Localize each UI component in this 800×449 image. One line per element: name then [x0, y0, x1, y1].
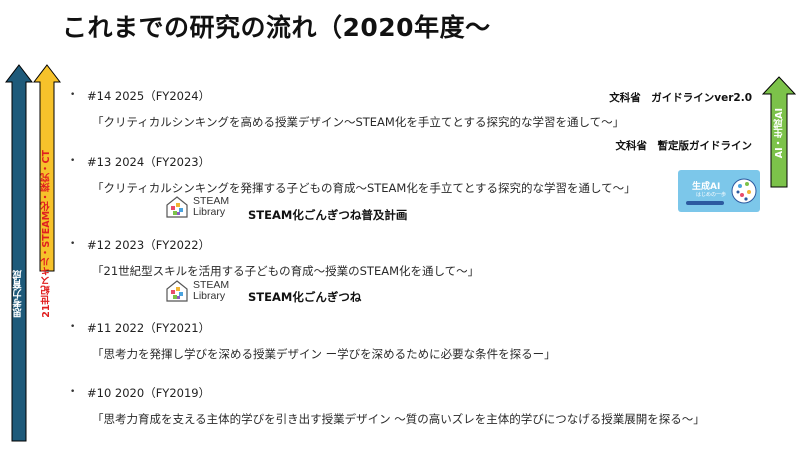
steam-plan-label: STEAM化ごんぎつね普及計画	[248, 208, 408, 222]
up-arrow-icon	[762, 76, 796, 188]
bullet: •	[70, 90, 76, 100]
up-arrow-icon	[33, 64, 61, 272]
genai-card-bar	[686, 201, 724, 205]
ai-arrow: AI・生成AI	[762, 76, 796, 188]
logo-line-1: STEAM	[193, 195, 230, 207]
steam-library-logo-text: STEAM Library	[193, 280, 229, 302]
provisional-guideline-note: 文科省 暫定版ガイドライン	[615, 140, 753, 152]
bullet: •	[70, 156, 76, 166]
globe-illustration-icon	[731, 178, 757, 204]
entry-theme: 「21世紀型スキルを活用する子どもの育成〜授業のSTEAM化を通して〜」	[92, 264, 480, 278]
bullet: •	[70, 239, 76, 249]
steam-skills-arrow: 21世紀スキル・STEAM化・探究・CT	[33, 64, 61, 318]
genai-card-title: 生成AI	[692, 182, 721, 192]
entry-theme: 「クリティカルシンキングを発揮する子どもの育成〜STEAM化を手立てとする探究的…	[92, 181, 636, 195]
thinking-skills-arrow: 思考力育成	[5, 64, 33, 442]
steam-library-logo-icon	[166, 196, 188, 218]
ai-label: AI・生成AI	[774, 108, 785, 159]
genai-card-subtitle: はじめの一歩	[696, 192, 727, 198]
entry-year: #11 2022（FY2021）	[87, 321, 211, 335]
bullet: •	[70, 322, 76, 332]
steam-library-logo-text: STEAM Library	[193, 196, 229, 218]
steam-skills-label: 21世紀スキル・STEAM化・探究・CT	[41, 150, 52, 318]
entry-theme: 「クリティカルシンキングを高める授業デザイン〜STEAM化を手立てとする探究的な…	[92, 115, 625, 129]
entry-year: #10 2020（FY2019）	[87, 386, 211, 400]
logo-line-1: STEAM	[193, 279, 230, 291]
up-arrow-icon	[5, 64, 33, 442]
steam-gongitsune-label: STEAM化ごんぎつね	[248, 290, 362, 304]
bullet: •	[70, 387, 76, 397]
entry-year: #12 2023（FY2022）	[87, 238, 211, 252]
logo-line-2: Library	[193, 290, 226, 302]
entry-theme: 「思考力を発揮し学びを深める授業デザイン ー学びを深めるために必要な条件を探るー…	[92, 347, 556, 361]
entry-year: #13 2024（FY2023）	[87, 155, 211, 169]
generative-ai-booklet-image: 生成AI はじめの一歩	[678, 170, 760, 212]
logo-line-2: Library	[193, 206, 226, 218]
steam-library-logo-icon	[166, 280, 188, 302]
entry-theme: 「思考力育成を支える主体的学びを引き出す授業デザイン 〜質の高いズレを主体的学び…	[92, 412, 705, 426]
page-title: これまでの研究の流れ（2020年度〜	[62, 13, 491, 42]
thinking-skills-label: 思考力育成	[13, 270, 24, 318]
entry-year: #14 2025（FY2024）	[87, 89, 211, 103]
guideline-note: 文科省 ガイドラインver2.0	[609, 92, 752, 104]
